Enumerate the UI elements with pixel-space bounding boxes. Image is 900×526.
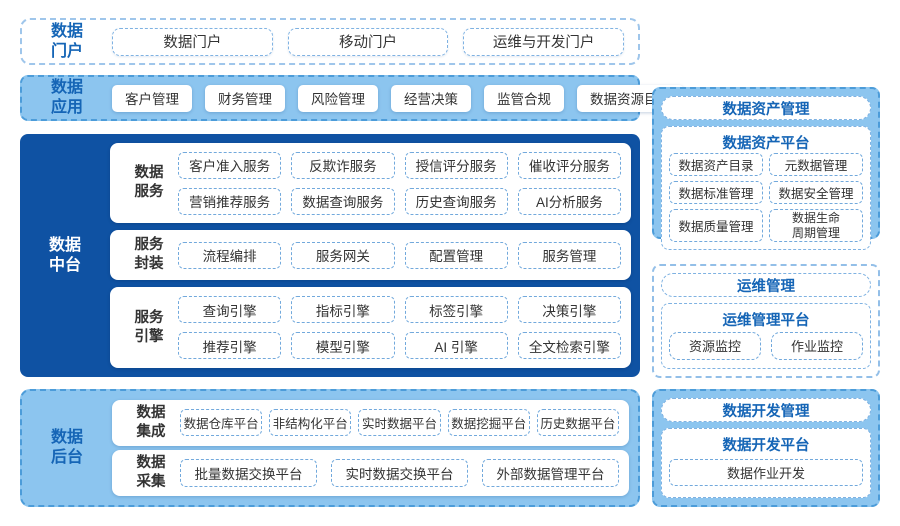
asset-chip: 数据标准管理	[669, 181, 763, 204]
portal-item-mobile: 移动门户	[287, 27, 449, 56]
panel-service-wrapping-label: 服务封装	[134, 237, 164, 273]
asset-grid: 数据资产目录 元数据管理 数据标准管理 数据安全管理 数据质量管理 数据生命周期…	[669, 153, 863, 242]
collection-chip: 实时数据交换平台	[331, 459, 468, 488]
app-chip: 监管合规	[484, 84, 564, 112]
backend-layer-label: 数据后台	[50, 429, 83, 466]
apps-chips: 客户管理 财务管理 风险管理 经营决策 监管合规 数据资源目录	[112, 84, 694, 112]
portal-layer-label-col: 数据门户	[22, 22, 112, 62]
asset-management-header: 数据资产管理	[661, 96, 871, 120]
service-chip: 数据查询服务	[291, 187, 395, 215]
asset-platform-title: 数据资产平台	[722, 135, 810, 152]
dev-platform-box: 数据开发平台 数据作业开发	[661, 428, 871, 498]
ops-chips: 资源监控 作业监控	[669, 330, 863, 361]
engine-chip: 查询引擎	[178, 296, 282, 323]
app-chip: 风险管理	[298, 84, 378, 112]
dev-management-header: 数据开发管理	[661, 398, 871, 422]
ops-management-section: 运维管理 运维管理平台 资源监控 作业监控	[652, 264, 880, 378]
portal-item-data: 数据门户	[112, 27, 273, 56]
ops-management-header: 运维管理	[661, 273, 871, 297]
middle-panels: 数据服务 客户准入服务 反欺诈服务 授信评分服务 催收评分服务 营销推荐服务 数…	[110, 134, 640, 377]
middle-layer-label-col: 数据中台	[20, 134, 110, 377]
panel-service-engines-label: 服务引擎	[134, 309, 164, 345]
dev-chip-row: 数据作业开发	[669, 455, 863, 490]
asset-platform-box: 数据资产平台 数据资产目录 元数据管理 数据标准管理 数据安全管理 数据质量管理…	[661, 126, 871, 250]
panel-service-engines: 服务引擎 查询引擎 指标引擎 标签引擎 决策引擎 推荐引擎 模型引擎 AI 引擎…	[110, 287, 631, 368]
service-wrapping-grid: 流程编排 服务网关 配置管理 服务管理	[178, 241, 621, 269]
service-engines-grid: 查询引擎 指标引擎 标签引擎 决策引擎 推荐引擎 模型引擎 AI 引擎 全文检索…	[178, 296, 621, 359]
engine-chip: AI 引擎	[404, 332, 508, 359]
apps-layer: 数据应用 客户管理 财务管理 风险管理 经营决策 监管合规 数据资源目录	[20, 75, 684, 121]
data-integration-grid: 数据仓库平台 非结构化平台 实时数据平台 数据挖掘平台 历史数据平台	[180, 409, 619, 437]
ops-platform-title: 运维管理平台	[722, 312, 810, 329]
backend-layer-label-col: 数据后台	[22, 391, 112, 505]
dev-chip: 数据作业开发	[669, 459, 863, 486]
asset-management-section: 数据资产管理 数据资产平台 数据资产目录 元数据管理 数据标准管理 数据安全管理…	[652, 87, 880, 250]
data-services-grid: 客户准入服务 反欺诈服务 授信评分服务 催收评分服务 营销推荐服务 数据查询服务…	[178, 151, 621, 215]
dev-platform-title: 数据开发平台	[722, 437, 810, 454]
collection-chip: 批量数据交换平台	[180, 459, 317, 488]
service-chip: 授信评分服务	[404, 151, 508, 179]
apps-layer-label: 数据应用	[50, 79, 83, 116]
panel-data-integration-label: 数据集成	[136, 404, 166, 440]
panel-service-wrapping: 服务封装 流程编排 服务网关 配置管理 服务管理	[110, 230, 631, 280]
integration-chip: 历史数据平台	[536, 409, 619, 437]
service-chip: 历史查询服务	[404, 187, 508, 215]
engine-chip: 标签引擎	[404, 296, 508, 323]
portal-layer-label: 数据门户	[50, 22, 83, 60]
asset-chip: 元数据管理	[769, 153, 863, 176]
wrapping-chip: 服务管理	[517, 241, 621, 269]
integration-chip: 实时数据平台	[358, 409, 441, 437]
backend-panels: 数据集成 数据仓库平台 非结构化平台 实时数据平台 数据挖掘平台 历史数据平台 …	[112, 391, 638, 505]
wrapping-chip: 配置管理	[404, 241, 508, 269]
panel-data-services: 数据服务 客户准入服务 反欺诈服务 授信评分服务 催收评分服务 营销推荐服务 数…	[110, 143, 631, 224]
integration-chip: 数据仓库平台	[180, 409, 263, 437]
integration-chip: 数据挖掘平台	[447, 409, 530, 437]
asset-chip: 数据质量管理	[669, 209, 763, 242]
middle-layer-label: 数据中台	[48, 236, 81, 274]
ops-platform-box: 运维管理平台 资源监控 作业监控	[661, 303, 871, 369]
ops-chip: 作业监控	[771, 331, 863, 360]
portal-boxes: 数据门户 移动门户 运维与开发门户	[112, 27, 638, 56]
asset-chip: 数据资产目录	[669, 153, 763, 176]
service-chip: 催收评分服务	[517, 151, 621, 179]
engine-chip: 决策引擎	[517, 296, 621, 323]
dev-management-section: 数据开发管理 数据开发平台 数据作业开发	[652, 389, 880, 507]
service-chip: 反欺诈服务	[291, 151, 395, 179]
app-chip: 财务管理	[205, 84, 285, 112]
panel-data-collection-label: 数据采集	[136, 455, 166, 491]
asset-chip: 数据生命周期管理	[769, 209, 863, 242]
service-chip: 客户准入服务	[178, 151, 282, 179]
data-collection-row: 批量数据交换平台 实时数据交换平台 外部数据管理平台	[180, 459, 619, 488]
backend-layer: 数据后台 数据集成 数据仓库平台 非结构化平台 实时数据平台 数据挖掘平台 历史…	[20, 389, 640, 507]
engine-chip: 推荐引擎	[178, 332, 282, 359]
service-chip: AI分析服务	[517, 187, 621, 215]
portal-item-ops-dev: 运维与开发门户	[463, 27, 625, 56]
portal-layer: 数据门户 数据门户 移动门户 运维与开发门户	[20, 18, 640, 65]
wrapping-chip: 服务网关	[291, 241, 395, 269]
panel-data-integration: 数据集成 数据仓库平台 非结构化平台 实时数据平台 数据挖掘平台 历史数据平台	[112, 399, 629, 446]
engine-chip: 指标引擎	[291, 296, 395, 323]
collection-chip: 外部数据管理平台	[482, 459, 619, 488]
engine-chip: 全文检索引擎	[517, 332, 621, 359]
asset-chip: 数据安全管理	[769, 181, 863, 204]
wrapping-chip: 流程编排	[178, 241, 282, 269]
panel-data-collection: 数据采集 批量数据交换平台 实时数据交换平台 外部数据管理平台	[112, 450, 629, 497]
panel-data-services-label: 数据服务	[134, 165, 164, 201]
engine-chip: 模型引擎	[291, 332, 395, 359]
integration-chip: 非结构化平台	[269, 409, 352, 437]
apps-layer-label-col: 数据应用	[22, 78, 112, 118]
app-chip: 客户管理	[112, 84, 192, 112]
ops-chip: 资源监控	[669, 331, 761, 360]
middle-platform-layer: 数据中台 数据服务 客户准入服务 反欺诈服务 授信评分服务 催收评分服务 营销推…	[20, 134, 640, 377]
app-chip: 经营决策	[391, 84, 471, 112]
service-chip: 营销推荐服务	[178, 187, 282, 215]
